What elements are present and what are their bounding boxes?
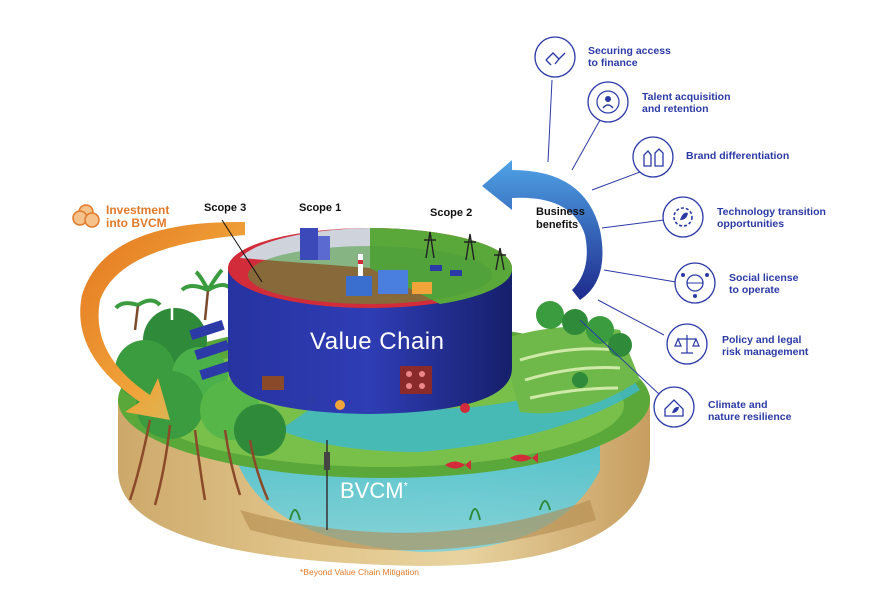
benefit-line2: nature resilience	[708, 411, 792, 423]
farm-scene	[262, 366, 470, 413]
scope2-label: Scope 2	[430, 207, 473, 219]
benefit-line1: Securing access	[588, 45, 671, 57]
right-vegetation	[536, 301, 632, 388]
factory	[346, 276, 372, 296]
underwater-life	[289, 440, 551, 530]
benefit-line1: Climate and	[708, 399, 768, 411]
business-benefits-label: Business benefits	[536, 206, 606, 232]
benefit-line2: to finance	[588, 57, 638, 69]
business-line2: benefits	[536, 219, 579, 231]
scope3-label: Scope 3	[204, 202, 247, 214]
business-benefits-arrow	[482, 160, 603, 300]
mangrove-forest	[114, 251, 286, 506]
person-ring-icon	[587, 81, 629, 123]
globe-people-icon	[674, 262, 716, 304]
bvcm-text: BVCM	[340, 478, 404, 503]
bvcm-mark: *	[403, 480, 408, 493]
scales-icon	[666, 323, 708, 365]
benefit-line2: risk management	[722, 346, 809, 358]
benefit-policy: Policy and legal risk management	[722, 334, 808, 358]
coins-icon	[72, 204, 100, 228]
benefit-finance: Securing access to finance	[588, 45, 671, 69]
benefit-line1: Brand differentiation	[686, 150, 790, 162]
benefit-line2: to operate	[729, 284, 780, 296]
benefit-social: Social license to operate	[729, 272, 798, 296]
benefit-line1: Policy and legal	[722, 334, 802, 346]
benefit-technology: Technology transition opportunities	[717, 206, 826, 230]
handshake-icon	[534, 36, 576, 78]
container-building	[400, 366, 432, 394]
benefit-line1: Technology transition	[717, 206, 826, 218]
bvcm-title: BVCM*	[340, 478, 408, 504]
scope3-leader	[221, 219, 263, 283]
house-leaf-icon	[653, 386, 695, 428]
chess-pieces-icon	[632, 136, 674, 178]
benefit-line1: Social license	[729, 272, 799, 284]
office-building	[300, 228, 318, 260]
scope1-label: Scope 1	[299, 202, 342, 214]
benefit-talent: Talent acquisition and retention	[642, 91, 730, 115]
investment-line1: Investment	[106, 203, 170, 217]
fish-icon	[445, 460, 471, 470]
value-chain-cylinder	[228, 228, 513, 414]
benefit-line2: opportunities	[717, 218, 785, 230]
gear-leaf-icon	[662, 196, 704, 238]
business-line1: Business	[536, 206, 585, 218]
investment-line2: into BVCM	[106, 216, 167, 230]
benefit-brand: Brand differentiation	[686, 150, 789, 162]
benefit-climate: Climate and nature resilience	[708, 399, 791, 423]
value-chain-title: Value Chain	[310, 328, 445, 355]
investment-label: Investment into BVCM	[106, 204, 186, 230]
benefit-line2: and retention	[642, 103, 709, 115]
benefit-connectors	[547, 79, 677, 396]
footnote: *Beyond Value Chain Mitigation	[300, 567, 419, 577]
benefit-line1: Talent acquisition	[642, 91, 731, 103]
